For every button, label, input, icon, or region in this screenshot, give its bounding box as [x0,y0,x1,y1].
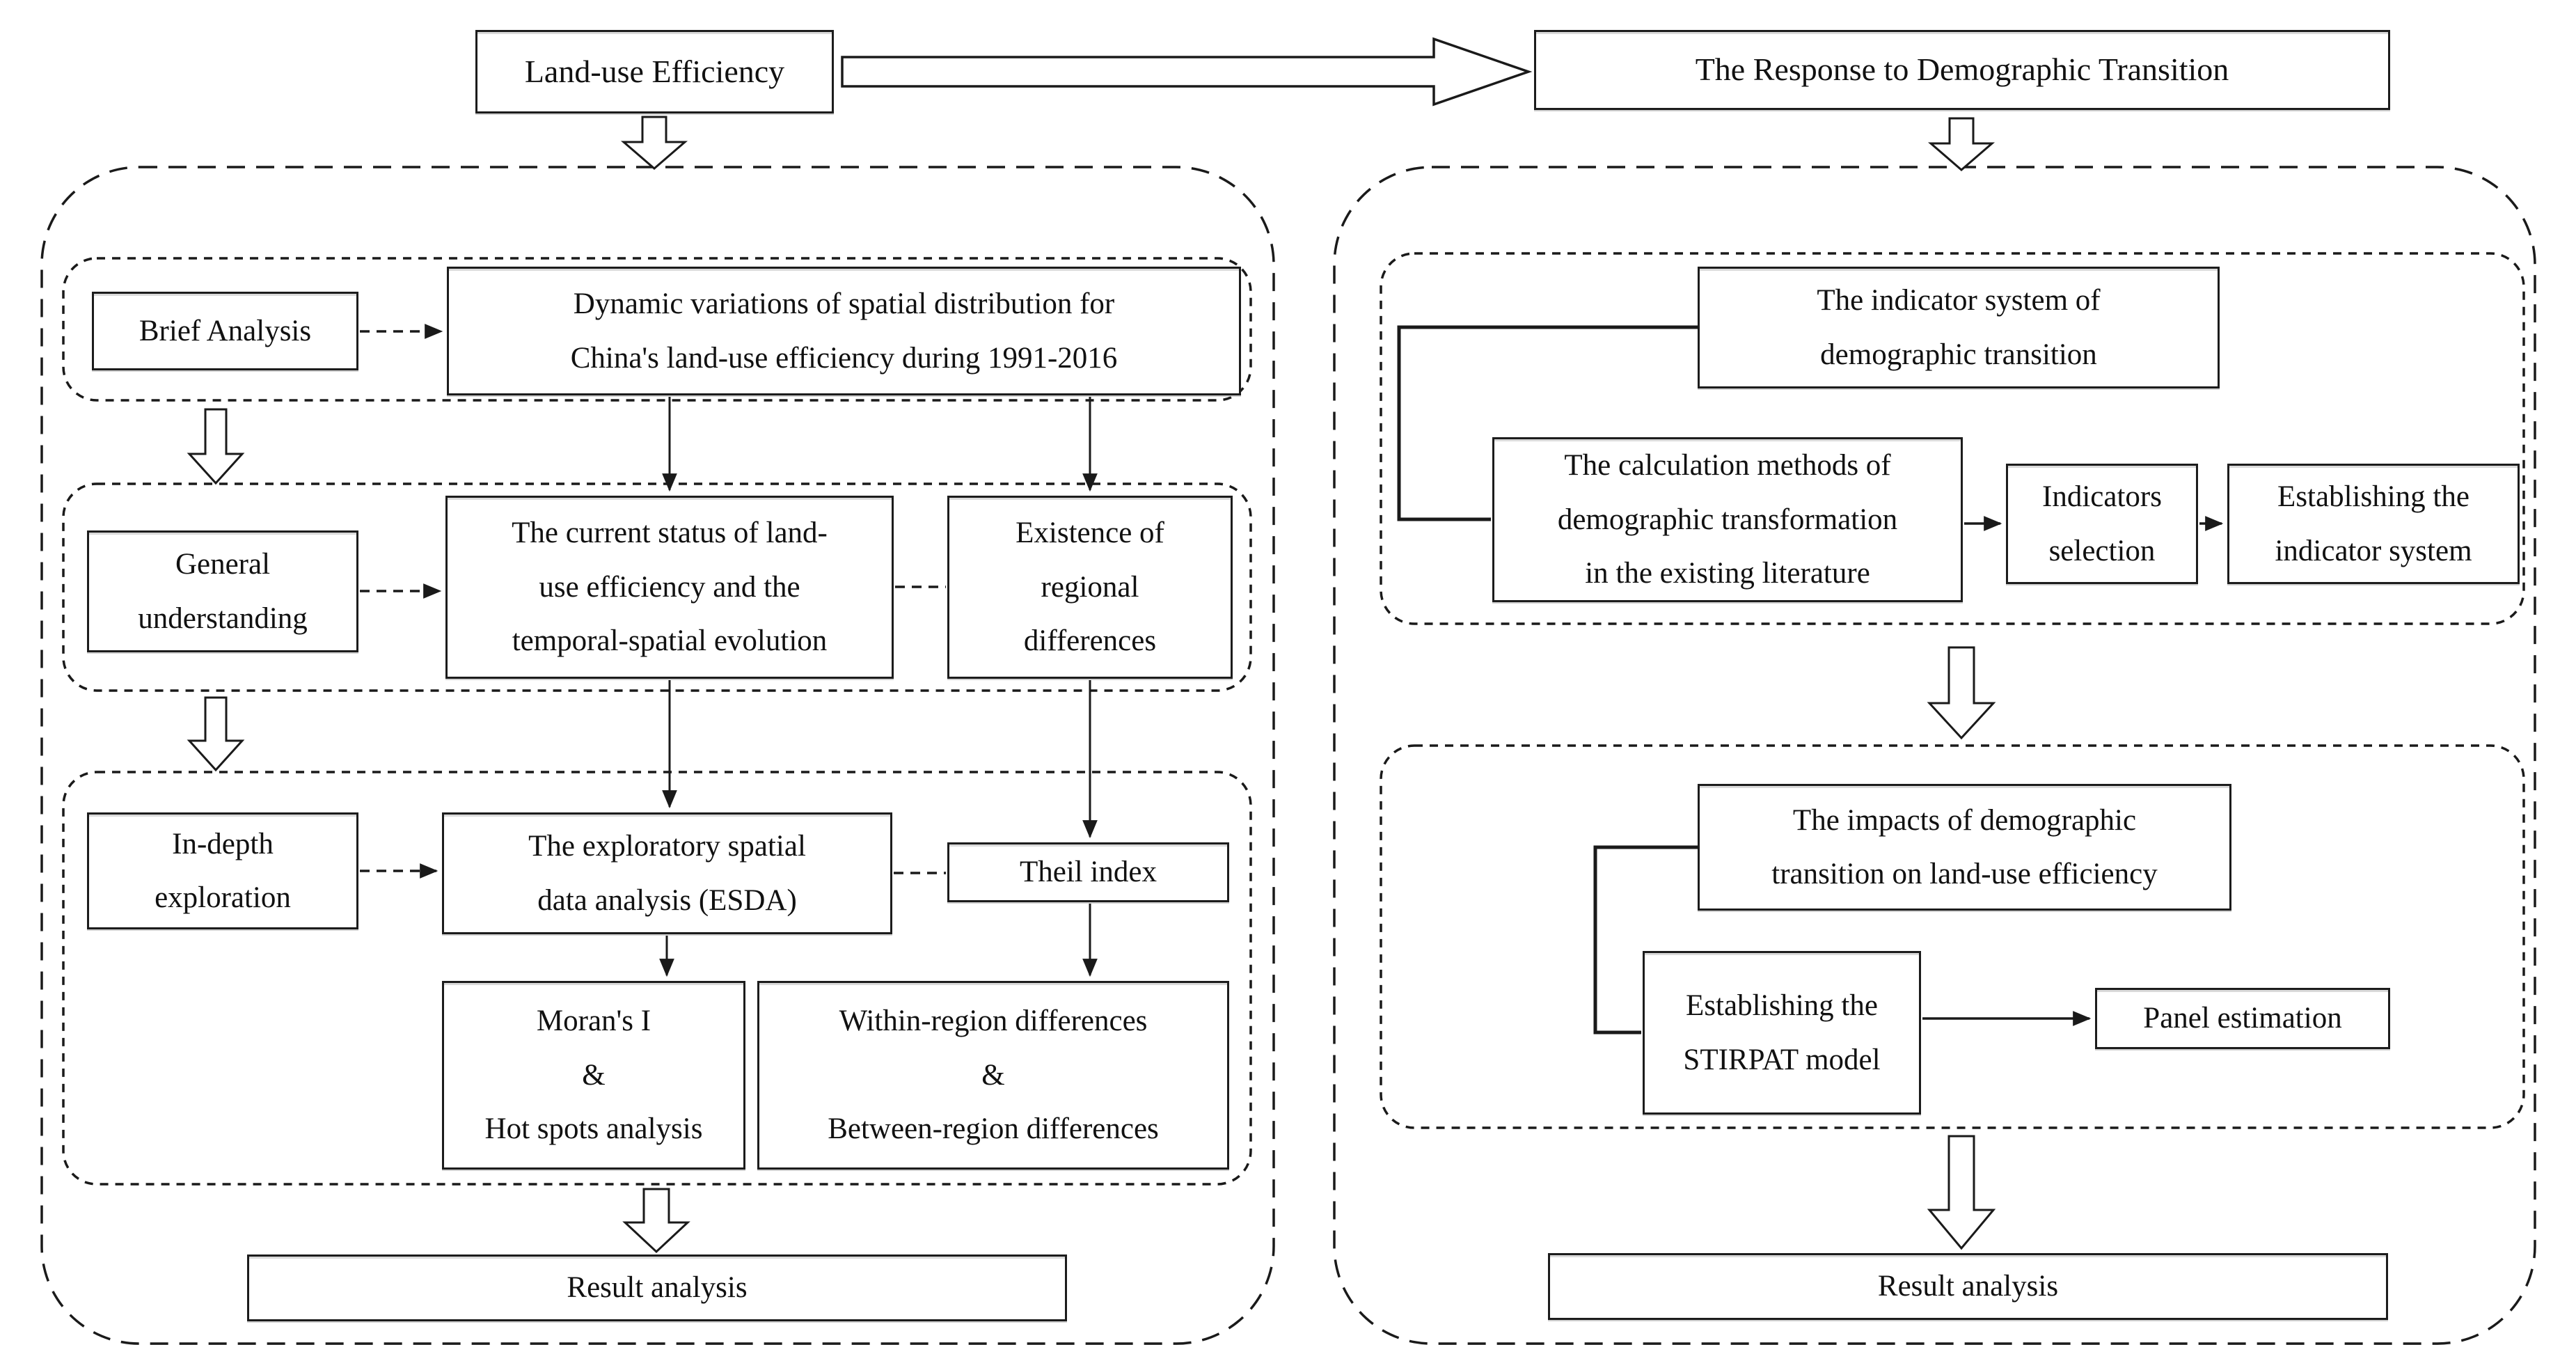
node-indicator-system: The indicator system of demographic tran… [1698,267,2220,388]
node-general-understanding: General understanding [87,530,358,652]
block-arrow-down-icon [1927,646,1996,740]
node-result-analysis-left: Result analysis [247,1254,1067,1321]
node-calculation-methods: The calculation methods of demographic t… [1492,437,1963,602]
node-regional-differences: Existence of regional differences [947,496,1233,679]
in-depth-group-container [62,771,1252,1186]
block-arrow-down-icon [622,1188,690,1254]
node-establishing-indicator-system: Establishing the indicator system [2227,464,2520,584]
node-stirpat-model: Establishing the STIRPAT model [1643,951,1921,1115]
node-in-depth-exploration: In-depth exploration [87,812,358,929]
node-within-between-region-differences: Within-region differences & Between-regi… [757,981,1229,1170]
block-arrow-down-icon [1927,117,1996,171]
node-brief-analysis: Brief Analysis [92,292,358,370]
node-panel-estimation: Panel estimation [2095,988,2390,1049]
elbow-impacts-to-stirpat [1593,845,1698,1035]
node-theil-index: Theil index [947,842,1229,902]
block-arrow-down-icon [1927,1135,1996,1250]
impacts-group-container [1380,744,2525,1129]
block-arrow-down-icon [620,116,688,170]
block-arrow-down-icon [187,696,245,772]
elbow-indicator-to-calculation [1397,325,1698,521]
block-arrow-right-icon [841,37,1533,107]
node-land-use-efficiency: Land-use Efficiency [475,30,834,113]
node-indicators-selection: Indicators selection [2006,464,2198,584]
brief-analysis-group-container [62,257,1252,402]
indicator-group-container [1380,252,2525,625]
node-response-demographic-transition: The Response to Demographic Transition [1534,30,2390,110]
left-section-container [40,166,1275,1345]
block-arrow-down-icon [187,408,245,485]
node-impacts-on-land-use-efficiency: The impacts of demographic transition on… [1698,784,2231,911]
right-section-container [1333,166,2536,1345]
node-moran-hotspots: Moran's I & Hot spots analysis [442,981,745,1170]
node-dynamic-variations: Dynamic variations of spatial distributi… [447,267,1241,395]
node-result-analysis-right: Result analysis [1548,1253,2388,1320]
node-current-status: The current status of land- use efficien… [445,496,894,679]
general-understanding-group-container [62,482,1252,692]
node-esda: The exploratory spatial data analysis (E… [442,812,892,934]
